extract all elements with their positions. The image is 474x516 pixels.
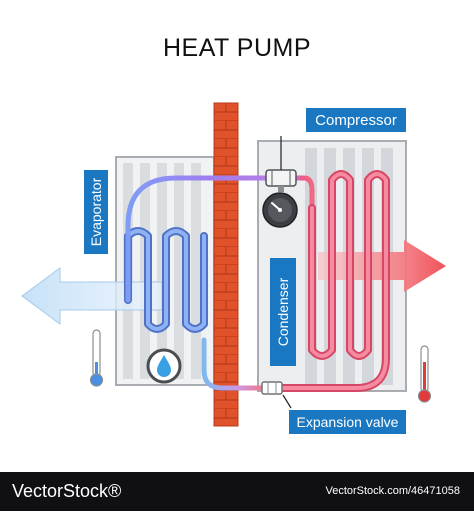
- brick-wall: [213, 102, 239, 427]
- evaporator-label: Evaporator: [84, 170, 108, 254]
- compressor: [265, 136, 297, 192]
- image-id: VectorStock.com/46471058: [325, 485, 460, 497]
- thermometer-hot-icon: [417, 345, 432, 403]
- liquid-line-pipe: [201, 337, 265, 391]
- thermometer-cold-icon: [89, 329, 104, 387]
- pressure-gauge-icon: [262, 192, 298, 228]
- compressor-label: Compressor: [306, 108, 406, 132]
- evaporator-coil: [124, 227, 208, 333]
- svg-text:Expansion valve: Expansion valve: [297, 414, 399, 430]
- svg-text:Compressor: Compressor: [315, 112, 397, 129]
- watermark-footer: VectorStock® VectorStock.com/46471058: [0, 472, 474, 511]
- condenser-label: Condenser: [270, 258, 296, 366]
- suction-pipe: [125, 175, 269, 303]
- svg-text:Condenser: Condenser: [275, 277, 291, 346]
- discharge-pipe: [293, 175, 315, 211]
- condenser-coil: [278, 170, 390, 392]
- svg-text:Evaporator: Evaporator: [88, 177, 104, 246]
- watermark-logo: VectorStock®: [12, 481, 122, 501]
- expansion-valve-label: Expansion valve: [289, 410, 406, 434]
- page-title: HEAT PUMP: [162, 34, 312, 62]
- water-drop-icon: [146, 348, 182, 384]
- expansion-valve: [261, 381, 292, 409]
